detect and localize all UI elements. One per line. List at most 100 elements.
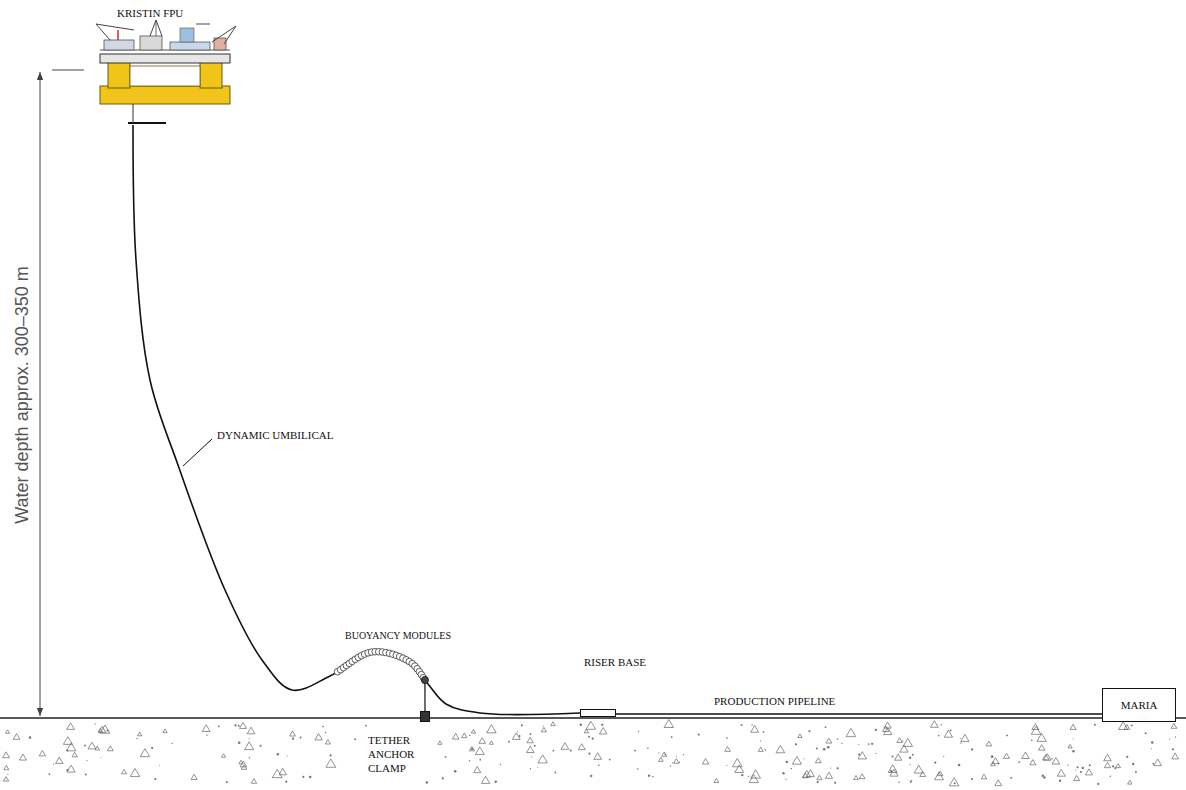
maria-box: MARIA [1102, 688, 1176, 722]
seabed-pebble [776, 745, 785, 752]
seabed-grain [1169, 738, 1170, 739]
seabed-grain [871, 743, 873, 745]
seabed-grain [530, 768, 531, 769]
seabed-pebble [884, 728, 892, 735]
seabed-grain [1131, 725, 1133, 727]
seabed-grain [652, 776, 654, 778]
seabed-pebble [714, 778, 719, 782]
seabed-grain [521, 724, 523, 726]
seabed-grain [234, 724, 236, 726]
seabed-pebble [221, 754, 225, 758]
seabed-pebble [138, 732, 142, 736]
dimension-line [40, 72, 41, 716]
seabed-grain [300, 736, 302, 738]
seabed-pebble [890, 769, 898, 776]
edge-label: PRODUCTION PIPELINE [712, 694, 837, 708]
seabed-grain [808, 730, 810, 732]
seabed-pebble [992, 758, 999, 764]
seabed-grain [1175, 737, 1176, 738]
seabed-grain [238, 725, 240, 727]
seabed-grain [859, 778, 860, 779]
seabed-grain [49, 773, 51, 775]
seabed-grain [938, 735, 940, 737]
seabed-pebble [949, 778, 959, 786]
seabed-grain [7, 774, 8, 775]
seabed-pebble [854, 775, 859, 779]
seabed-grain [971, 778, 973, 780]
seabed-pebble [1104, 762, 1110, 767]
seabed-grain [159, 765, 160, 766]
seabed-pebble [3, 752, 10, 758]
seabed-grain [471, 748, 473, 750]
seabed-grain [1051, 758, 1052, 759]
seabed-pebble [961, 734, 969, 741]
seabed-grain [554, 772, 556, 774]
seabed-grain [592, 738, 594, 740]
seabed-grain [698, 734, 700, 736]
seabed-grain [823, 748, 826, 751]
seabed-grain [154, 778, 156, 780]
seabed-grain [609, 759, 611, 761]
seabed-pebble [758, 747, 763, 751]
seabed-pebble [1039, 745, 1045, 750]
seabed-pebble [981, 774, 987, 779]
seabed-grain [442, 777, 444, 779]
seabed-line [0, 717, 1186, 718]
seabed-grain [508, 741, 510, 743]
seabed-pebble [1119, 722, 1128, 730]
seabed-grain [277, 753, 279, 755]
seabed-grain [634, 750, 636, 752]
seabed-pebble [1074, 775, 1080, 780]
seabed-pebble [4, 765, 9, 769]
seabed-pebble [527, 737, 533, 742]
seabed-grain [249, 757, 251, 759]
seabed-grain [172, 743, 173, 744]
seabed-grain [529, 733, 531, 735]
anchor-clamp: TETHER ANCHOR CLAMP [365, 711, 437, 773]
seabed-pebble [452, 733, 459, 739]
seabed-grain [648, 774, 650, 776]
node-shape [580, 709, 616, 717]
seabed-pebble [751, 725, 759, 732]
seabed-pebble [944, 730, 952, 737]
seabed-grain [322, 726, 324, 728]
seabed-grain [837, 767, 839, 769]
seabed-pebble [1070, 724, 1076, 729]
seabed-grain [454, 770, 457, 773]
seabed-pebble [245, 742, 254, 750]
seabed-pebble [825, 772, 832, 778]
node-shape [420, 711, 430, 722]
seabed-grain [748, 776, 749, 777]
dimension-tick [52, 70, 84, 71]
seabed-grain [1018, 761, 1020, 763]
seabed-pebble [662, 752, 667, 756]
seabed-grain [601, 724, 603, 726]
seabed-pebble [1171, 723, 1177, 728]
seabed-grain [531, 757, 532, 758]
seabed-grain [637, 768, 639, 770]
seabed-pebble [325, 740, 330, 744]
seabed-grain [950, 729, 952, 731]
seabed-grain [86, 760, 87, 761]
seabed-pebble [5, 730, 9, 734]
seabed-grain [151, 747, 153, 749]
seabed-pebble [279, 768, 286, 774]
seabed-pebble [1128, 780, 1132, 784]
seabed-grain [741, 724, 743, 726]
seabed-pebble [512, 733, 520, 740]
seabed-pebble [289, 731, 295, 736]
pipeline-line [616, 713, 1102, 714]
seabed-grain [469, 760, 471, 762]
seabed-grain [658, 752, 659, 753]
umbilical-line [133, 125, 580, 714]
seabed-grain [552, 750, 554, 752]
seabed-grain [1152, 763, 1154, 765]
seabed-grain [1010, 777, 1012, 779]
seabed-grain [84, 745, 86, 747]
seabed-pebble [469, 746, 474, 751]
seabed-pebble [1043, 754, 1051, 761]
seabed-grain [910, 764, 911, 765]
seabed-grain [1031, 739, 1033, 741]
seabed-pebble [826, 738, 832, 743]
seabed-pebble [538, 755, 548, 763]
